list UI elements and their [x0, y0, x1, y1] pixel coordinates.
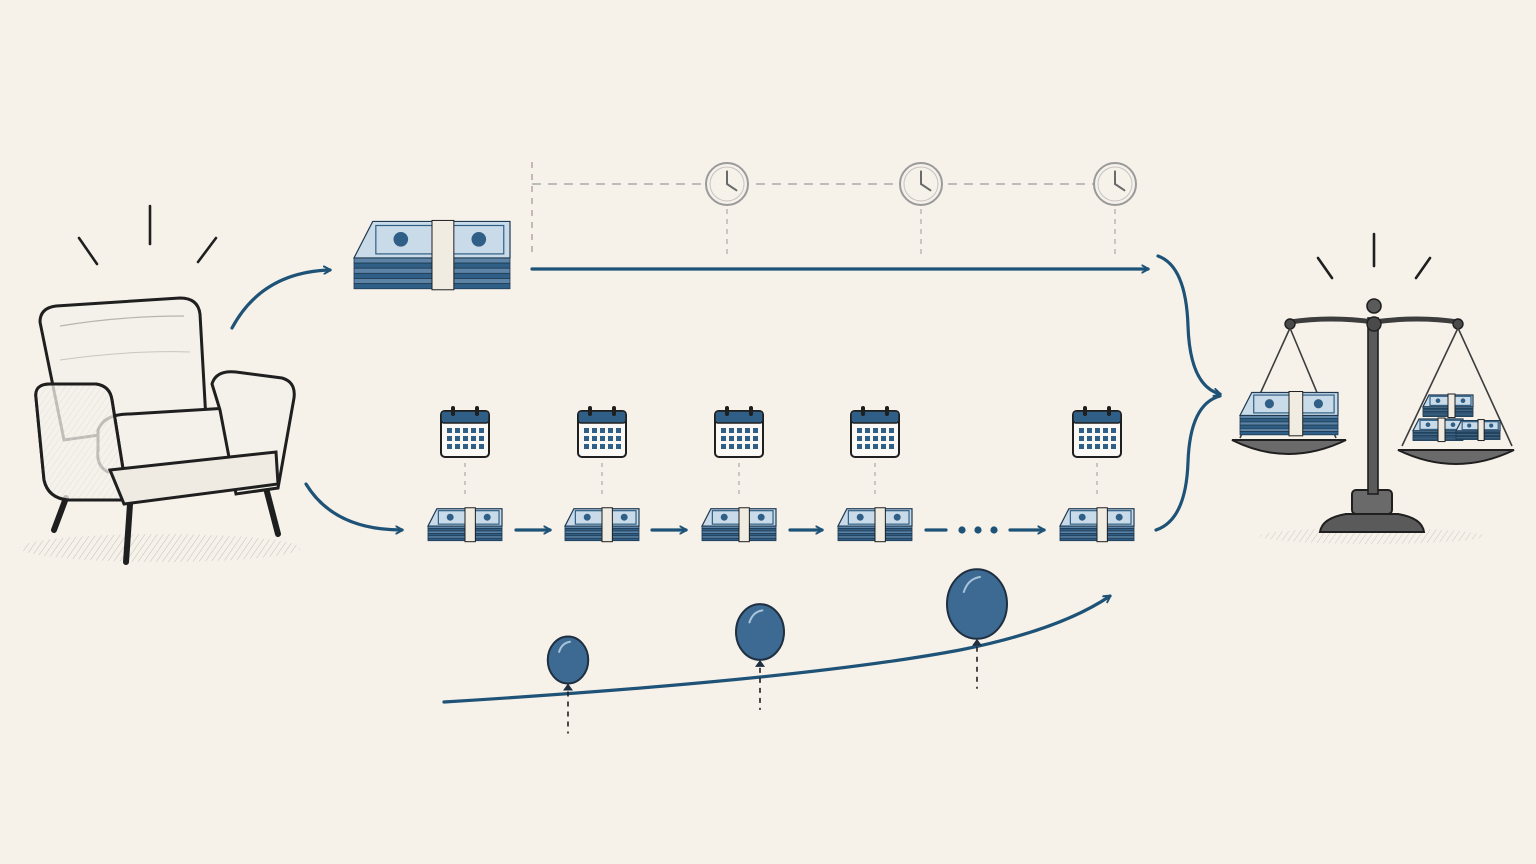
money-stack-icon	[1422, 393, 1474, 419]
payment-stream-layer	[427, 406, 1135, 543]
armchair-sparkle-lines	[77, 204, 218, 266]
money-stack-icon	[837, 507, 913, 543]
arrow-stream-to-scale-curve	[1154, 394, 1222, 532]
calendar-icon	[850, 406, 900, 497]
money-stack-icon	[1239, 391, 1339, 437]
timeline-group	[531, 162, 1137, 254]
money-stack-icon	[1455, 419, 1501, 442]
money-stack-icon	[427, 507, 503, 543]
armchair-group	[20, 204, 300, 565]
calendar-icon	[577, 406, 627, 497]
stream-ellipsis	[924, 526, 998, 534]
comparison-group	[1231, 232, 1515, 544]
arrow-armchair-to-lump-sum	[230, 270, 330, 330]
money-stack-icon	[564, 507, 640, 543]
growth-balloon-layer	[546, 568, 1008, 734]
calendar-icon	[440, 406, 490, 497]
scale-money-layer	[1239, 391, 1501, 443]
lump-sum-layer	[353, 219, 511, 291]
money-stack-icon	[1412, 417, 1464, 443]
clock-icon	[705, 162, 749, 254]
balance-scale-icon	[1231, 298, 1515, 544]
balloon-icon	[735, 603, 785, 710]
clock-icon	[899, 162, 943, 254]
money-stack-icon	[701, 507, 777, 543]
scale-sparkle-lines	[1316, 232, 1432, 280]
armchair-icon	[20, 296, 300, 565]
money-stack-icon	[353, 219, 511, 291]
balloon-icon	[946, 568, 1008, 689]
money-stack-icon	[1059, 507, 1135, 543]
arrow-armchair-to-stream	[304, 482, 402, 530]
calendar-icon	[714, 406, 764, 497]
calendar-icon	[1072, 406, 1122, 497]
clock-icon	[1093, 162, 1137, 254]
arrow-lump-sum-to-scale-curve	[1156, 254, 1220, 394]
arrow-growth-curve	[442, 594, 1112, 704]
flow-arrows	[230, 254, 1222, 704]
balloon-icon	[546, 635, 590, 734]
